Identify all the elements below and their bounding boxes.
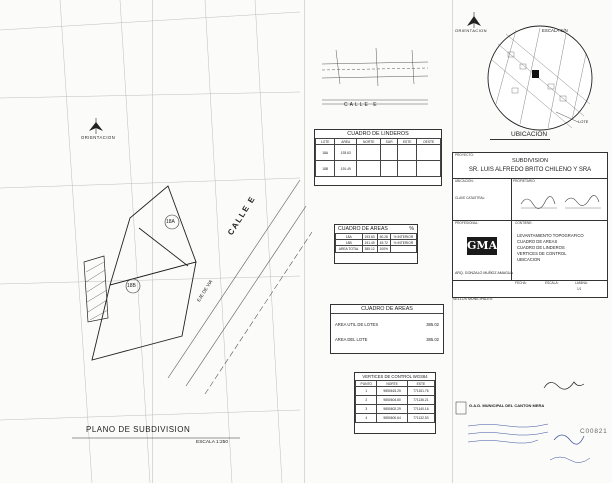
contents-item: LEVANTAMIENTO TOPOGRAFICO [517, 233, 584, 238]
project-title: SUBDIVISION [511, 158, 549, 164]
lamina-label: LAMINA: [575, 281, 588, 285]
linderos-header: OESTE [416, 138, 441, 146]
lot-18b-outline [91, 261, 197, 361]
fold-line [152, 0, 153, 483]
vertices-table: VERTICES DE CONTROL WGS84 PUNTO NORTE ES… [354, 372, 436, 434]
divider [490, 139, 550, 140]
lot-18b-label: 18B [127, 283, 136, 289]
areas-summary-table: CUADRO DE AREAS AREA UTIL DE LOTES 385.0… [330, 304, 444, 354]
street-section-sketch [321, 47, 429, 105]
location-map [467, 12, 593, 131]
profesional-label: PROFESIONAL: [455, 221, 479, 225]
subdivision-plan-drawing [0, 0, 312, 483]
strip-street-label: CALLE E [344, 102, 379, 108]
escala-label: ESCALA: [545, 281, 559, 285]
linderos-table: CUADRO DE LINDEROS LOTE AREA NORTE SUR E… [314, 129, 442, 186]
stamp-code: C00821 [580, 428, 608, 435]
linderos-header: LOTE [314, 138, 336, 146]
plan-scale: ESCALA 1:250 [196, 440, 229, 445]
areas-summary-title: CUADRO DE AREAS [331, 305, 443, 314]
architect-logo: GMA [467, 237, 497, 255]
table-row: 1 9850615.25 771151.76 [354, 386, 436, 397]
linderos-header: ESTE [396, 138, 418, 146]
plan-title: PLANO DE SUBDIVISION [86, 425, 191, 434]
clave-label: CLAVE CATASTRAL: [455, 196, 486, 200]
contiene-label: CONTIENE: [515, 221, 533, 225]
lot-18a-outline [109, 185, 197, 286]
table-row: AREA DEL LOTE 385.02 [335, 337, 439, 342]
owner-name: SR. LUIS ALFREDO BRITO CHILENO Y SRA [468, 167, 592, 173]
table-row: AREA TOTAL 385.12 100% [335, 245, 418, 253]
municipality-name: G.A.D. MUNICIPAL DEL CANTON MERA [469, 403, 545, 408]
location-lote-label: LOTE [578, 119, 589, 124]
location-scale: ESCALA S/N [542, 28, 568, 33]
plan-orientation-label: ORIENTACION [81, 135, 116, 140]
contents-item: CUADRO DE AREAS [517, 239, 558, 245]
contents-item: UBICACION [517, 257, 541, 263]
project-label: PROYECTO: [455, 153, 474, 157]
contents-item: VERTICES DE CONTROL [517, 251, 567, 257]
table-row: AREA UTIL DE LOTES 385.02 [335, 322, 439, 327]
fold-line [304, 0, 305, 483]
municipal-stamps [455, 381, 591, 463]
table-row: 3 9850602.29 771140.16 [354, 404, 436, 415]
location-orientation-label: ORIENTACION [455, 28, 487, 33]
lot-location-marker [532, 70, 539, 78]
lamina-value: 1/1 [577, 287, 582, 291]
areas-pct-label: % [409, 226, 414, 232]
propietario-label: PROPIETARIO: [513, 179, 536, 183]
fecha-label: FECHA: [515, 281, 527, 285]
vertices-title: VERTICES DE CONTROL WGS84 [362, 374, 428, 379]
title-block: PROYECTO: SUBDIVISION SR. LUIS ALFREDO B… [452, 152, 608, 298]
owner-signatures [520, 195, 601, 209]
table-row: 2 9850604.80 771136.21 [354, 395, 436, 406]
areas-table: CUADRO DE AREAS % 18A 193.63 50.28 % INT… [334, 224, 418, 264]
ubicacion-label: UBICACION: [455, 179, 474, 183]
table-row: 18B 191.49 [314, 160, 441, 178]
architect-name: ARQ. GONZALO MUÑOZ AMAGUA [455, 271, 513, 275]
linderos-header: NORTE [356, 138, 382, 146]
location-title: UBICACION [511, 131, 548, 138]
contents-item: CUADRO DE LINDEROS [517, 245, 565, 251]
table-row: 4 9850600.64 771132.53 [354, 413, 436, 424]
table-row: 18A 193.63 [314, 144, 441, 162]
sellos-label: SELLOS MUNICIPALES: [453, 297, 494, 301]
lot-18a-label: 18A [166, 219, 175, 225]
areas-title: CUADRO DE AREAS [338, 226, 388, 232]
table-row: 18B 191.49 49.72 % INTERIOR [335, 239, 418, 247]
linderos-title: CUADRO DE LINDEROS [347, 131, 409, 137]
